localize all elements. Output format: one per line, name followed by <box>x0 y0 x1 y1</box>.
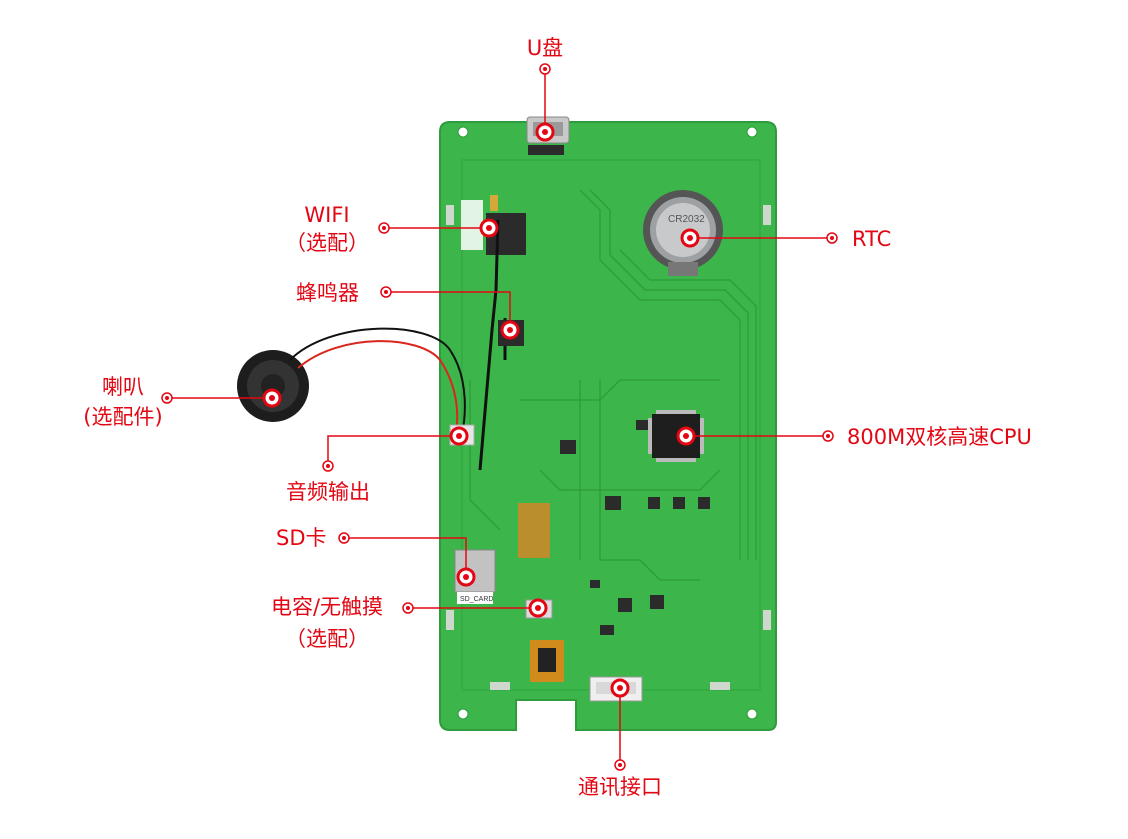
label-buzzer: 蜂鸣器 <box>296 281 359 305</box>
label-speaker-line1: 喇叭 <box>102 375 144 399</box>
leader-audio <box>327 435 459 466</box>
battery-silk-text: CR2032 <box>668 214 705 225</box>
callout-markers <box>161 63 838 771</box>
small-components <box>560 420 710 635</box>
label-rtc: RTC <box>852 227 892 251</box>
mounting-hole <box>457 708 469 720</box>
leader-buzzer <box>386 291 511 330</box>
label-wifi-line1: WIFI <box>304 203 350 227</box>
label-sd: SD卡 <box>276 526 327 550</box>
ribbon-cable <box>518 503 550 558</box>
speaker <box>237 350 309 422</box>
label-usb: U盘 <box>526 36 564 60</box>
label-speaker-line2: (选配件) <box>83 405 163 429</box>
label-touch-line1: 电容/无触摸 <box>270 595 384 619</box>
rtc-battery: CR2032 <box>643 190 723 276</box>
mounting-hole <box>457 126 469 138</box>
label-cpu: 800M双核高速CPU <box>847 425 1032 449</box>
leader-sd <box>344 537 467 577</box>
label-comm: 通讯接口 <box>578 775 662 799</box>
speaker-wires <box>289 327 466 435</box>
label-audio: 音频输出 <box>286 480 370 504</box>
mounting-hole <box>746 126 758 138</box>
mounting-hole <box>746 708 758 720</box>
callouts <box>167 69 832 765</box>
pcb-traces <box>469 189 757 581</box>
sd-silk-text: SD_CARD <box>460 596 493 603</box>
label-wifi-line2: （选配） <box>285 231 369 255</box>
label-touch-line2: （选配） <box>285 627 369 651</box>
